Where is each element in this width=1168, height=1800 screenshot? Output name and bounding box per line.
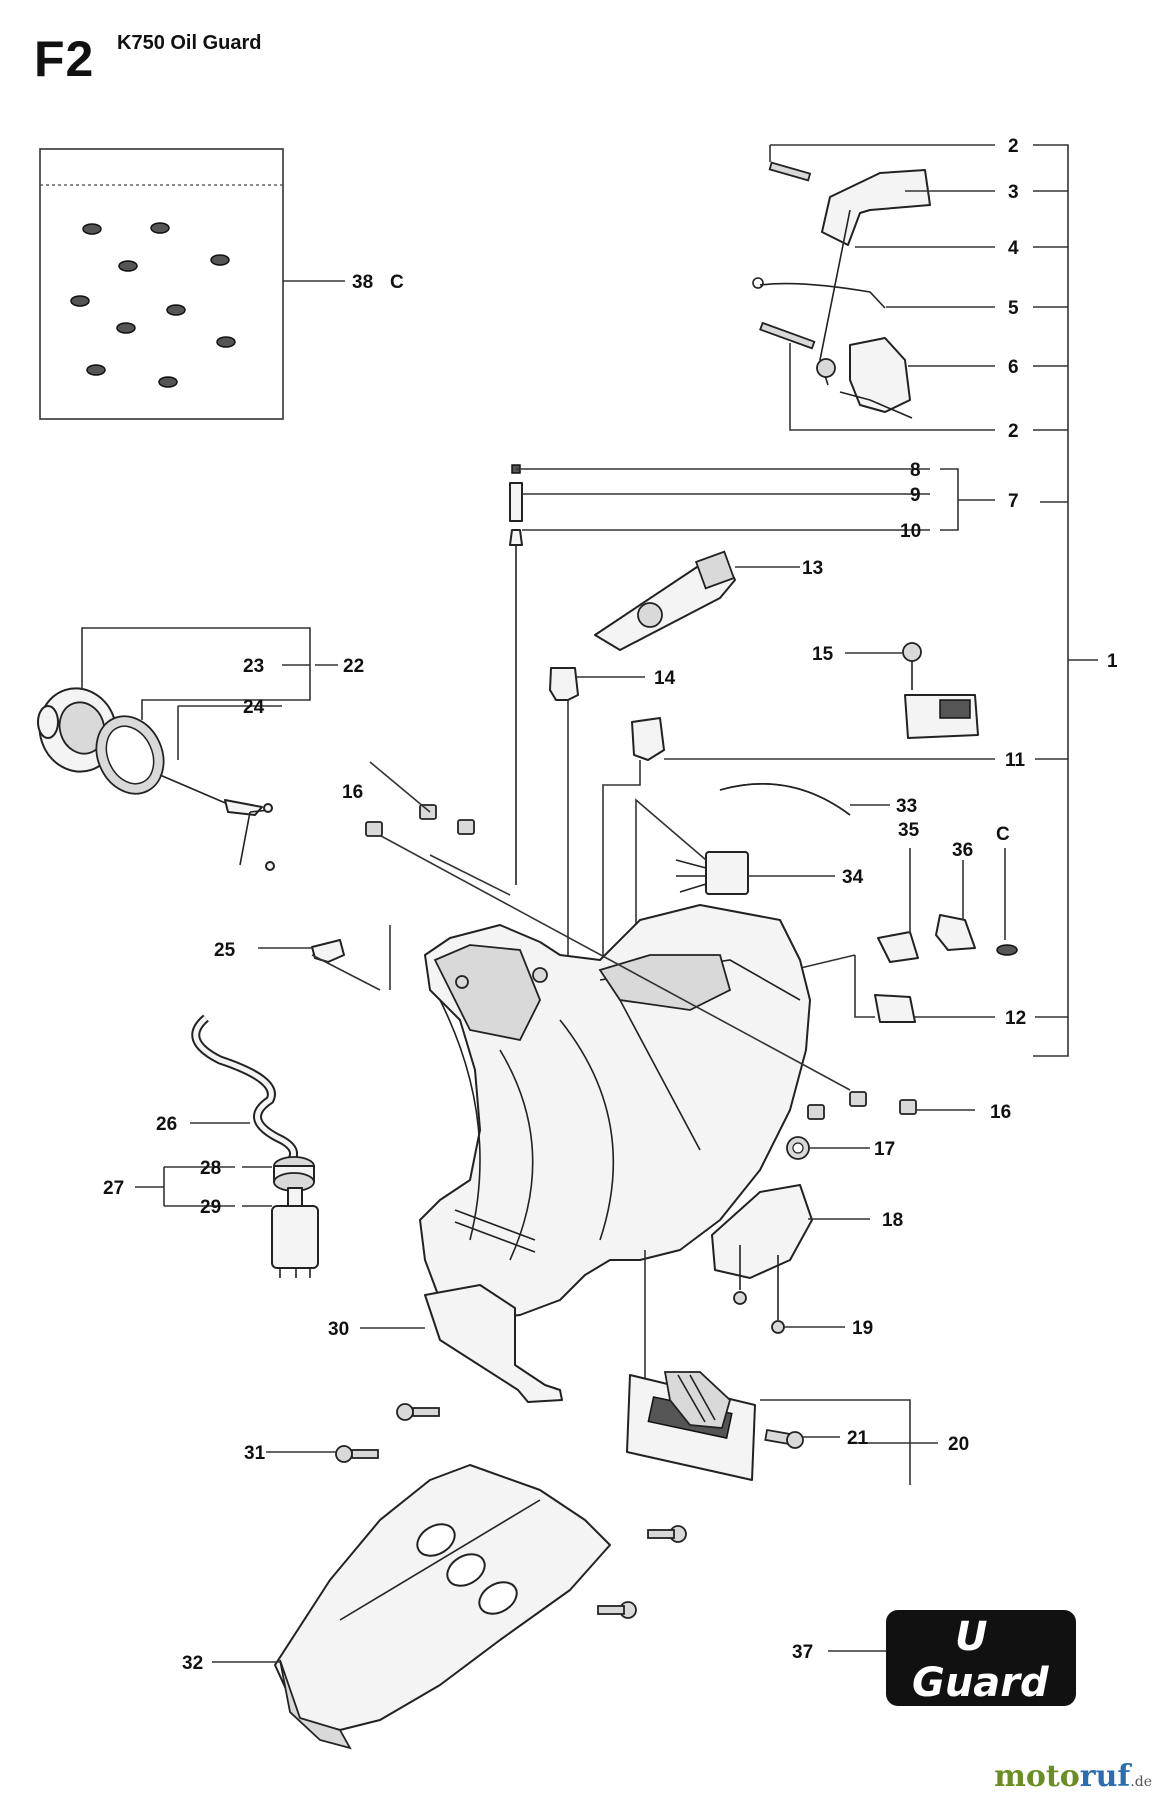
washers-16-top [365,804,475,837]
callout-1: 1 [1107,651,1118,672]
callout-24: 24 [243,697,265,718]
callout-36: 36 [952,840,973,861]
callout-23: 23 [243,656,264,677]
callout-35: 35 [898,820,920,841]
bracket-30 [424,1284,563,1403]
page-code: F2 [34,31,95,87]
screw-21 [764,1428,804,1449]
callout-31: 31 [244,1443,266,1464]
callout-22: 22 [343,656,364,677]
grommet-28 [273,1156,315,1192]
callout-17: 17 [874,1139,895,1160]
latch-12 [874,994,916,1023]
oil-pump-29 [271,1187,319,1278]
connector-block [902,642,979,739]
callout-21: 21 [847,1428,869,1449]
callout-27: 27 [103,1178,124,1199]
callout-28: 28 [200,1158,221,1179]
svg-text:U: U [955,1614,987,1660]
callout-18: 18 [882,1210,903,1231]
clip-14 [549,667,579,701]
callout-33: 33 [896,796,917,817]
callout-16-top: 16 [342,782,363,803]
callout-3: 3 [1008,182,1019,203]
callout-7: 7 [1008,491,1019,512]
latch-35 [877,931,919,963]
callout-6: 6 [1008,357,1019,378]
crankcase-housing [419,904,811,1321]
callout-14: 14 [654,668,676,689]
screw-kit-box [39,148,284,420]
seal-ring [95,715,165,795]
callout-10: 10 [900,521,921,542]
foot-pad-18 [711,1184,813,1279]
callout-30: 30 [328,1319,349,1340]
callout-8: 8 [910,460,921,481]
callout-37: 37 [792,1642,813,1663]
callout-13: 13 [802,558,823,579]
callout-20: 20 [948,1434,969,1455]
callout-15: 15 [812,644,834,665]
screws-31 [335,1403,687,1619]
callout-38-c: C [390,272,404,293]
watermark: motoruf.de [994,1759,1152,1794]
callout-32: 32 [182,1653,203,1674]
connector-plug [675,851,749,895]
callout-2-bottom: 2 [1008,421,1019,442]
callout-9: 9 [910,485,921,506]
callout-2-top: 2 [1008,136,1019,157]
screw-c [996,944,1018,956]
washers-16-bottom [807,1091,917,1120]
callout-19: 19 [852,1318,873,1339]
page-title: K750 Oil Guard [117,32,262,54]
callout-12: 12 [1005,1008,1026,1029]
stop-switch [594,550,736,651]
u-guard-decal: U Guard [886,1610,1076,1706]
callout-16-bottom: 16 [990,1102,1011,1123]
spring-21 [663,1371,732,1429]
callout-26: 26 [156,1114,177,1135]
clip-11 [631,717,665,761]
callout-36-c: C [996,824,1010,845]
latch-36 [935,914,976,951]
oil-guard-plate-32 [274,1464,611,1750]
callout-38: 38 [352,272,373,293]
callout-4: 4 [1008,238,1019,259]
throttle-assembly [752,161,931,419]
callout-29: 29 [200,1197,221,1218]
callout-5: 5 [1008,298,1019,319]
bushing-17 [786,1136,810,1160]
clip-25 [311,939,345,963]
callout-11: 11 [1005,750,1026,771]
oil-pin-stack [509,464,523,885]
svg-text:Guard: Guard [912,1660,1049,1706]
callout-34: 34 [842,867,864,888]
callout-25: 25 [214,940,236,961]
oil-filter [159,774,275,871]
